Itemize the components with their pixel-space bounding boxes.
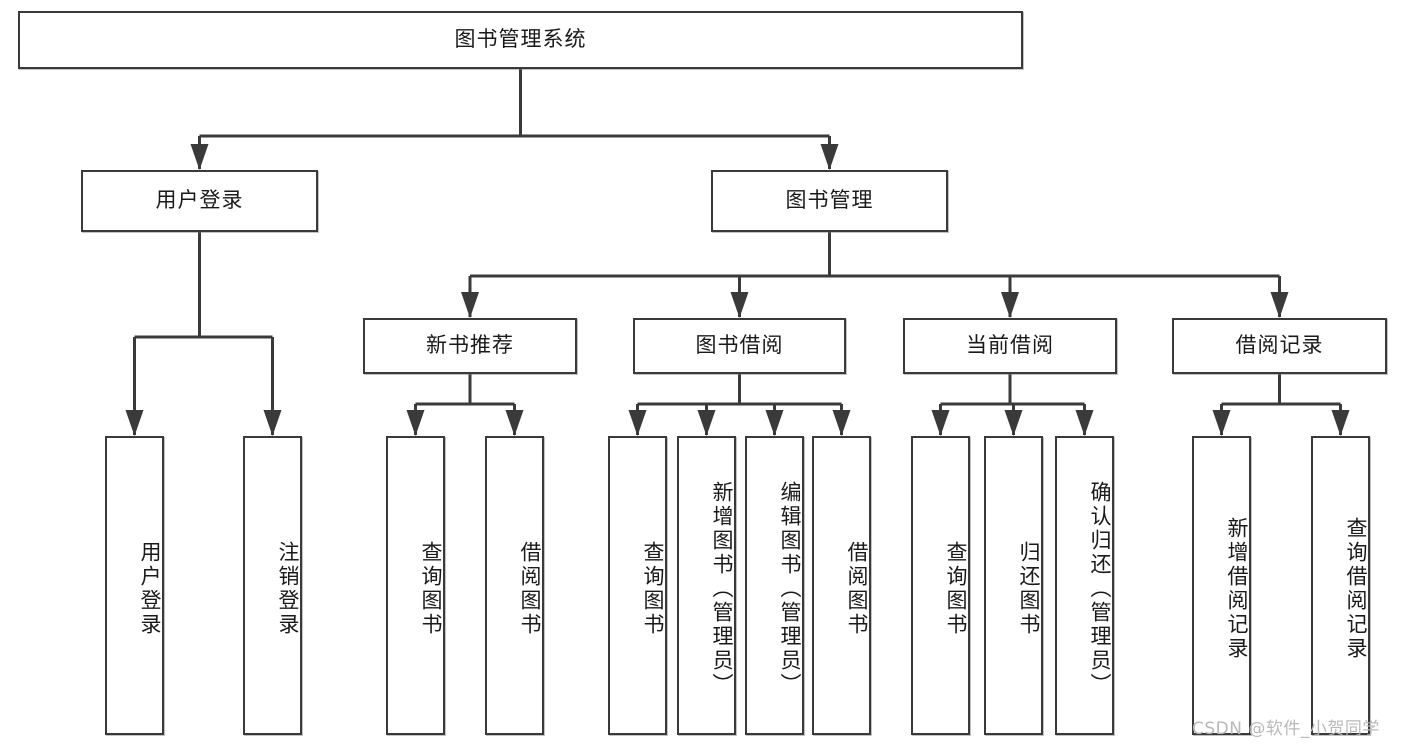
node-leaf-add-record[interactable]: 新增借阅记录 (1192, 436, 1251, 735)
node-root[interactable]: 图书管理系统 (18, 11, 1023, 69)
node-leaf-add-record-label: 新增借阅记录 (1225, 516, 1249, 661)
node-book-borrow[interactable]: 图书借阅 (633, 318, 846, 374)
node-leaf-user-login-label: 用户登录 (138, 540, 162, 637)
node-leaf-return-book-label: 归还图书 (1017, 540, 1041, 637)
node-leaf-borrow-book-2[interactable]: 借阅图书 (812, 436, 871, 735)
node-leaf-confirm-return[interactable]: 确认归还（管理员） (1055, 436, 1114, 735)
node-user-login[interactable]: 用户登录 (81, 170, 318, 232)
node-leaf-query-book-3[interactable]: 查询图书 (911, 436, 970, 735)
node-leaf-query-book-2-label: 查询图书 (641, 540, 665, 637)
node-current-borrow-label: 当前借阅 (966, 333, 1054, 358)
node-leaf-query-book-2[interactable]: 查询图书 (608, 436, 667, 735)
node-user-login-label: 用户登录 (155, 188, 244, 213)
node-borrow-record-label: 借阅记录 (1235, 333, 1324, 358)
node-book-borrow-label: 图书借阅 (695, 333, 784, 358)
node-borrow-record[interactable]: 借阅记录 (1172, 318, 1387, 374)
node-leaf-borrow-book-2-label: 借阅图书 (845, 540, 869, 637)
node-leaf-logout[interactable]: 注销登录 (243, 436, 302, 735)
node-leaf-logout-label: 注销登录 (276, 540, 300, 637)
node-leaf-add-book[interactable]: 新增图书（管理员） (677, 436, 736, 735)
node-leaf-query-record-label: 查询借阅记录 (1344, 516, 1368, 661)
node-leaf-edit-book-label: 编辑图书（管理员） (778, 480, 802, 697)
node-leaf-query-book-1-label: 查询图书 (419, 540, 443, 637)
node-book-manage[interactable]: 图书管理 (711, 170, 948, 232)
node-leaf-confirm-return-label: 确认归还（管理员） (1088, 480, 1112, 697)
node-leaf-query-record[interactable]: 查询借阅记录 (1311, 436, 1370, 735)
node-leaf-query-book-1[interactable]: 查询图书 (386, 436, 445, 735)
node-leaf-return-book[interactable]: 归还图书 (984, 436, 1043, 735)
node-new-book-rec-label: 新书推荐 (426, 333, 514, 358)
node-leaf-add-book-label: 新增图书（管理员） (710, 480, 734, 697)
node-leaf-user-login[interactable]: 用户登录 (105, 436, 164, 735)
node-leaf-query-book-3-label: 查询图书 (944, 540, 968, 637)
node-leaf-borrow-book-1-label: 借阅图书 (518, 540, 542, 637)
node-root-label: 图书管理系统 (454, 27, 587, 52)
node-new-book-rec[interactable]: 新书推荐 (363, 318, 577, 374)
node-leaf-edit-book[interactable]: 编辑图书（管理员） (745, 436, 804, 735)
node-book-manage-label: 图书管理 (785, 188, 874, 213)
watermark: CSDN @软件_小贺同学 (1192, 719, 1380, 739)
node-leaf-borrow-book-1[interactable]: 借阅图书 (485, 436, 544, 735)
node-current-borrow[interactable]: 当前借阅 (903, 318, 1117, 374)
